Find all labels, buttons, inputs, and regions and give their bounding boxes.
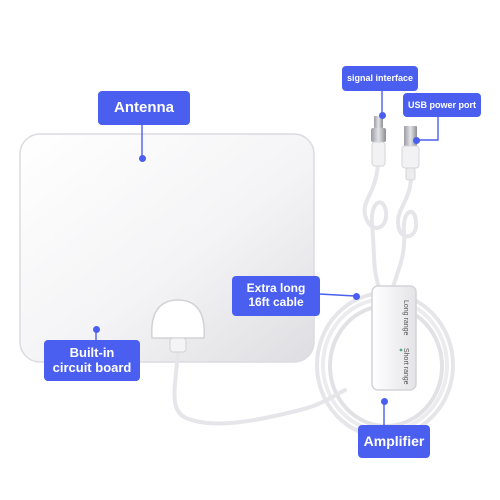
amplifier-device: Long range Short range <box>371 285 417 391</box>
usb-power-port-label: USB power port <box>403 93 481 117</box>
antenna-cable <box>172 348 347 426</box>
antenna-label: Antenna <box>98 91 190 125</box>
amplifier-short-range-text: Short range <box>402 348 409 385</box>
signal-interface-callout-dot <box>379 112 386 119</box>
usb-connector <box>401 126 420 181</box>
coax-connector <box>371 116 386 167</box>
amplifier-long-range-text: Long range <box>402 300 409 336</box>
circuit-board-callout-dot <box>93 326 100 333</box>
callout-lines <box>95 91 439 426</box>
antenna-callout-dot <box>139 155 146 162</box>
amplifier-label: Amplifier <box>358 425 430 458</box>
amplifier-callout-dot <box>381 398 388 405</box>
extra-long-cable-label: Extra long 16ft cable <box>232 276 320 316</box>
signal-interface-label: signal interface <box>342 66 418 91</box>
extra-long-cable-callout-dot <box>353 293 360 300</box>
built-in-circuit-board-label: Built-in circuit board <box>44 340 140 381</box>
usb-power-port-callout-dot <box>413 137 420 144</box>
antenna-connector <box>151 299 205 353</box>
cable-leads <box>362 163 419 292</box>
